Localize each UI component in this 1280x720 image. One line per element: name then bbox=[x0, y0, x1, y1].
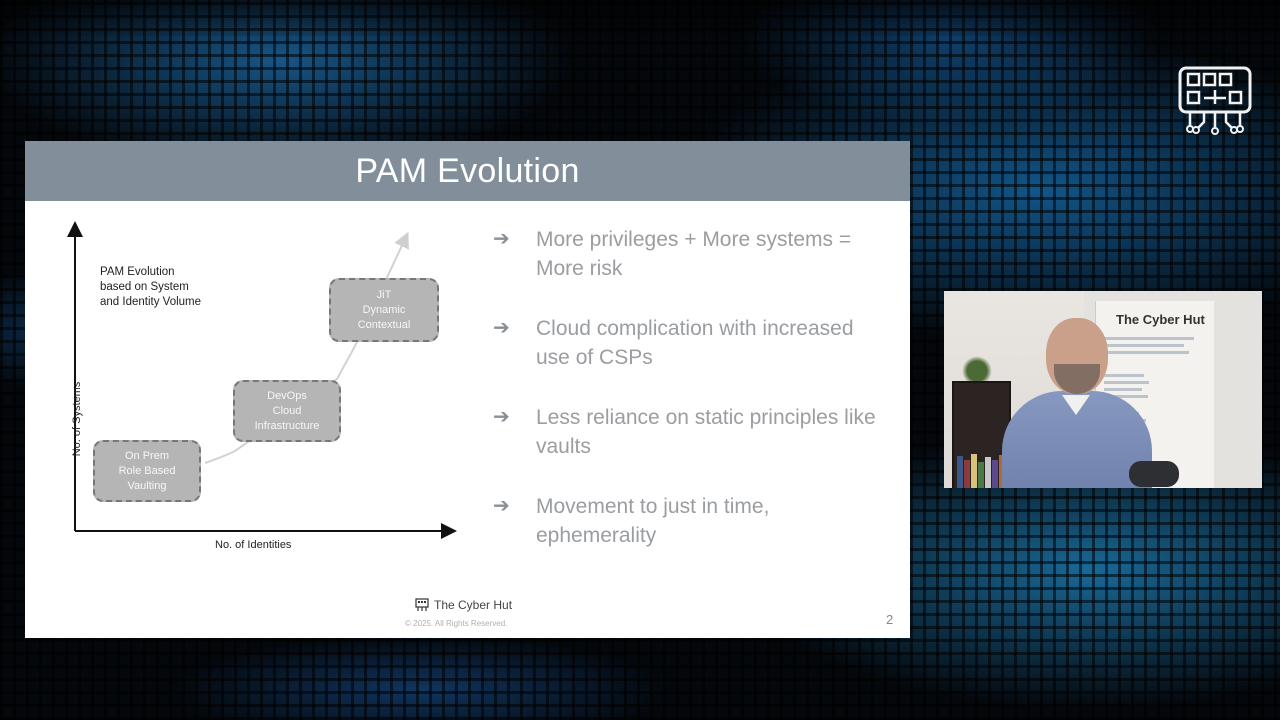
footer-copyright: © 2025. All Rights Reserved. bbox=[405, 619, 508, 628]
webcam-video: The Cyber Hut bbox=[944, 291, 1262, 488]
diagram-caption: PAM Evolution based on System and Identi… bbox=[100, 266, 202, 308]
arrow-right-icon: ➔ bbox=[493, 228, 510, 250]
page-number: 2 bbox=[886, 612, 894, 627]
arrow-right-icon: ➔ bbox=[493, 495, 510, 517]
stage-label: On Prem Role Based Vaulting bbox=[118, 449, 176, 492]
bullet-item: ➔ More privileges + More systems = More … bbox=[493, 225, 893, 314]
stage-label: DevOps Cloud Infrastructure bbox=[254, 389, 320, 432]
poster-title: The Cyber Hut bbox=[1116, 312, 1205, 327]
bullet-item: ➔ Less reliance on static principles lik… bbox=[493, 403, 893, 492]
presentation-slide: PAM Evolution PAM Evolution based on Sys… bbox=[25, 141, 910, 638]
bullet-text: Less reliance on static principles like … bbox=[536, 406, 876, 458]
circuit-board-logo-icon bbox=[1178, 66, 1252, 135]
arrow-right-icon: ➔ bbox=[493, 406, 510, 428]
slide-header: PAM Evolution bbox=[25, 141, 910, 201]
x-axis-label: No. of Identities bbox=[215, 539, 292, 551]
pam-evolution-diagram: PAM Evolution based on System and Identi… bbox=[25, 201, 485, 638]
bullet-text: Cloud complication with increased use of… bbox=[536, 317, 854, 369]
bullet-item: ➔ Cloud complication with increased use … bbox=[493, 314, 893, 403]
stage-label: JiT Dynamic Contextual bbox=[357, 288, 411, 331]
slide-title: PAM Evolution bbox=[355, 151, 580, 190]
top-shade bbox=[0, 0, 1280, 36]
footer-brand: The Cyber Hut bbox=[415, 598, 512, 612]
stage-devops: DevOps Cloud Infrastructure bbox=[233, 380, 341, 442]
presenter-hand bbox=[1129, 461, 1179, 487]
bullet-text: Movement to just in time, ephemerality bbox=[536, 495, 770, 547]
bullet-item: ➔ Movement to just in time, ephemerality bbox=[493, 492, 893, 581]
footer-brand-text: The Cyber Hut bbox=[434, 598, 513, 612]
cyber-hut-logo-icon bbox=[415, 598, 429, 611]
arrow-right-icon: ➔ bbox=[493, 317, 510, 339]
bullet-list: ➔ More privileges + More systems = More … bbox=[493, 225, 893, 581]
stage-jit: JiT Dynamic Contextual bbox=[329, 278, 439, 342]
y-axis-label: No. of Systems bbox=[71, 381, 83, 457]
bullet-text: More privileges + More systems = More ri… bbox=[536, 228, 852, 280]
stage-on-prem: On Prem Role Based Vaulting bbox=[93, 440, 201, 502]
plant bbox=[960, 353, 994, 383]
